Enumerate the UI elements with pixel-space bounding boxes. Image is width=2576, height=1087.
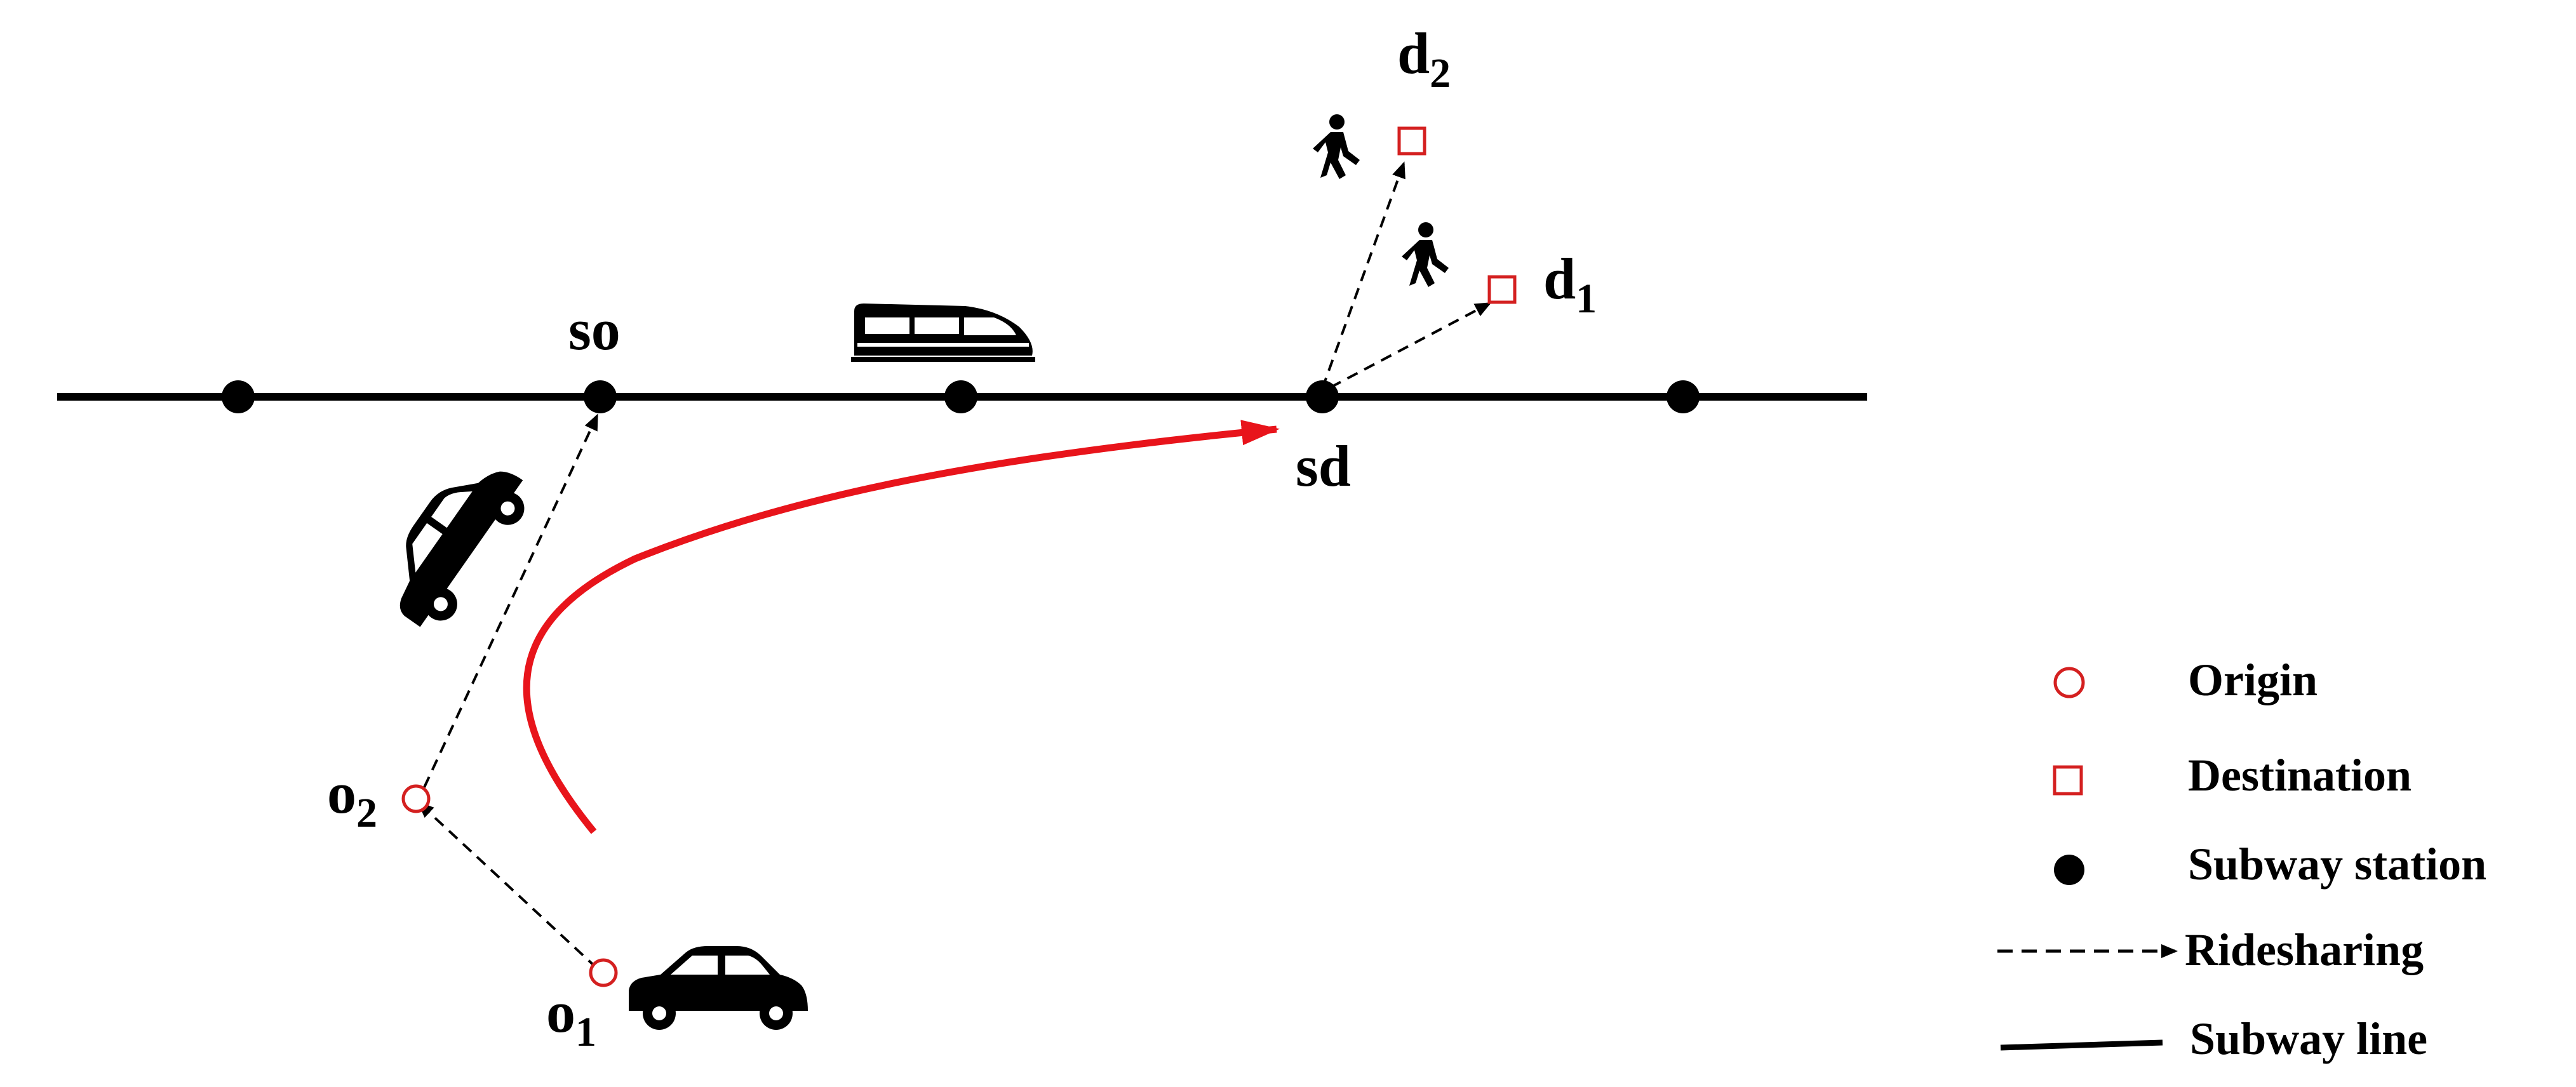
car-icon xyxy=(629,946,808,1030)
legend-ridesharing-label: Ridesharing xyxy=(2185,924,2424,975)
label-o2: o2 xyxy=(327,761,377,836)
car-tilted-icon xyxy=(399,471,525,627)
ridesharing-routes xyxy=(417,161,1492,970)
walk-sd-d2 xyxy=(1321,161,1405,389)
subway-station xyxy=(1667,380,1700,413)
subway-station-so xyxy=(584,380,617,413)
origin-o2-marker xyxy=(401,784,431,813)
destination-d2-marker xyxy=(1397,126,1426,156)
subway-trip-arrow xyxy=(523,420,1280,834)
legend-station-symbol xyxy=(2054,855,2084,885)
legend-subway-line-label: Subway line xyxy=(2190,1013,2427,1064)
pedestrian-icon xyxy=(1402,222,1449,287)
destination-d1-marker xyxy=(1487,275,1517,304)
label-sd: sd xyxy=(1296,434,1351,498)
ride-o1-o2 xyxy=(417,801,598,970)
legend-destination-symbol xyxy=(2053,765,2083,796)
subway-station-sd xyxy=(1306,380,1339,413)
subway-station xyxy=(222,380,255,413)
legend-origin-symbol xyxy=(2053,667,2085,698)
origin-o1-marker xyxy=(589,958,618,987)
ride-o2-so xyxy=(423,413,598,788)
legend-destination-label: Destination xyxy=(2188,750,2412,801)
walk-sd-d1 xyxy=(1330,302,1492,389)
label-d2: d2 xyxy=(1397,21,1451,97)
label-d1: d1 xyxy=(1543,246,1597,322)
legend-station-label: Subway station xyxy=(2188,839,2486,890)
label-o1: o1 xyxy=(546,980,596,1055)
subway-stations xyxy=(222,380,1700,413)
legend-origin-label: Origin xyxy=(2188,655,2318,705)
label-so: so xyxy=(568,297,621,362)
pedestrian-icon xyxy=(1313,114,1360,179)
legend-subway-line-symbol xyxy=(2000,1039,2163,1051)
train-icon xyxy=(851,303,1035,362)
legend: Origin Destination Subway station Ridesh… xyxy=(1997,655,2486,1064)
subway-station xyxy=(944,380,977,413)
